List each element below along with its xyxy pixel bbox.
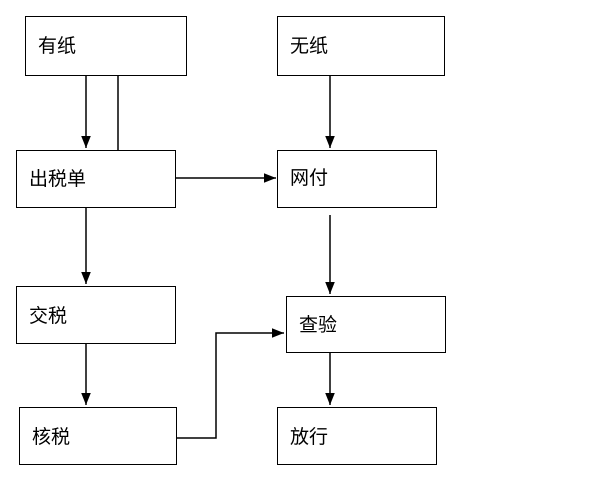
node-online-payment: 网付 bbox=[277, 150, 437, 208]
node-paperless-label: 无纸 bbox=[290, 35, 329, 57]
node-tax-check-label: 核税 bbox=[32, 426, 71, 448]
node-inspection-label: 查验 bbox=[299, 314, 338, 336]
node-pay-tax: 交税 bbox=[16, 286, 176, 344]
node-tax-check: 核税 bbox=[19, 407, 177, 465]
node-inspection: 查验 bbox=[286, 296, 446, 353]
node-tax-bill-label: 出税单 bbox=[29, 168, 87, 190]
node-paper-label: 有纸 bbox=[38, 35, 77, 57]
node-release-label: 放行 bbox=[290, 426, 329, 448]
node-pay-tax-label: 交税 bbox=[29, 305, 68, 327]
edge-tax-check-to-inspection bbox=[177, 328, 284, 439]
node-online-payment-label: 网付 bbox=[290, 167, 329, 189]
node-paperless: 无纸 bbox=[277, 16, 445, 76]
node-tax-bill: 出税单 bbox=[16, 150, 176, 208]
node-paper: 有纸 bbox=[25, 16, 187, 76]
node-release: 放行 bbox=[277, 407, 437, 465]
